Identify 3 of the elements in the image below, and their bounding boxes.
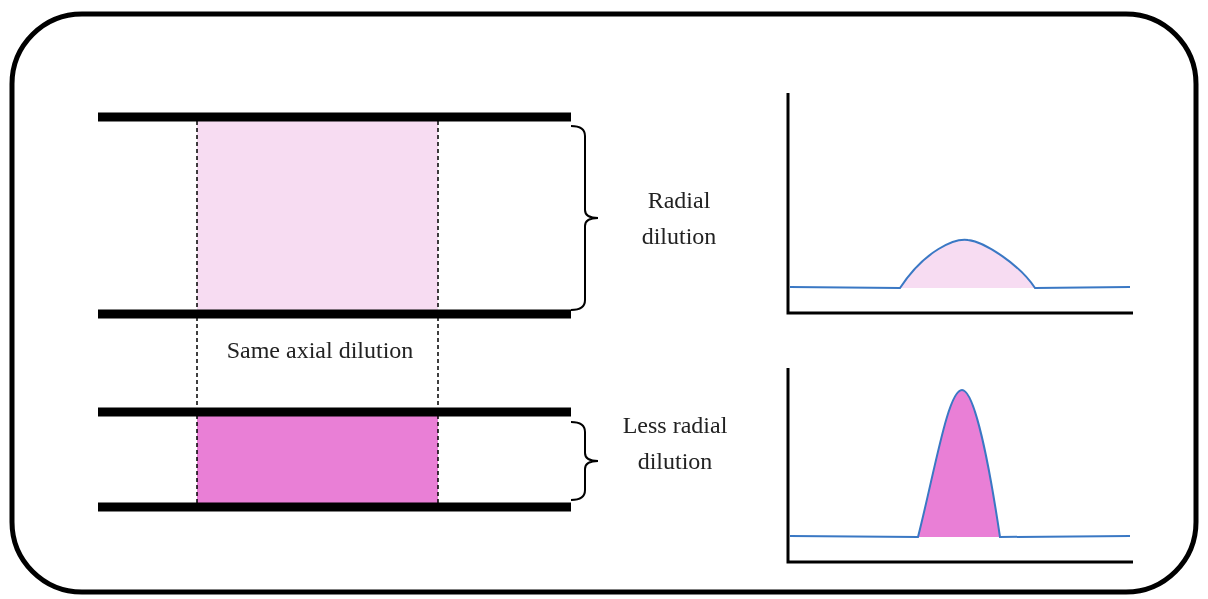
- less-radial-dilution-label: Less radial dilution: [621, 411, 729, 476]
- axial-dilution-label: Same axial dilution: [225, 336, 415, 365]
- radial-dilution-label: Radial dilution: [640, 186, 718, 251]
